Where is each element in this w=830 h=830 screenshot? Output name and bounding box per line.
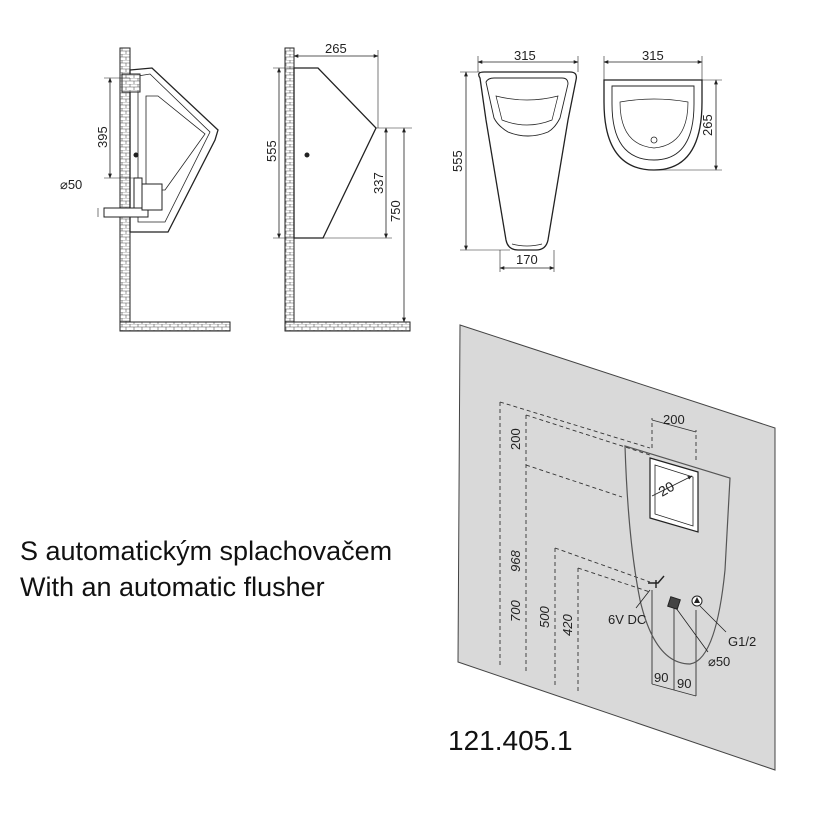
caption-english: With an automatic flusher [20,572,325,602]
dim-968-label: 968 [508,550,523,572]
installation-view [457,324,776,771]
side-wall-hatch [284,47,295,331]
dim-90-a-label: 90 [654,670,668,685]
side-view [273,47,412,332]
dim-90-b-label: 90 [677,676,691,691]
caption-czech: S automatickým splachovačem [20,536,393,566]
dim-d50-label: ⌀50 [60,177,82,192]
dim-200-left-label: 200 [508,428,523,450]
label-d50: ⌀50 [708,654,730,669]
dim-395-label: 395 [95,126,110,148]
dim-555-side-label: 555 [264,140,279,162]
side-section-view [97,47,231,332]
dim-420-label: 420 [560,614,575,636]
dim-315-front-label: 315 [514,48,536,63]
dim-200-top-label: 200 [663,412,685,427]
flusher-box [649,457,699,533]
dim-337-label: 337 [371,172,386,194]
side-floor-hatch [284,321,411,332]
dim-750-label: 750 [388,200,403,222]
dim-20-label: 20 [656,478,678,500]
label-6v-dc: 6V DC [608,612,646,627]
label-g12: G1/2 [728,634,756,649]
product-code: 121.405.1 [448,725,573,756]
dim-265-top-label: 265 [700,114,715,136]
side-view-outline [293,67,377,239]
drain-pipe [103,207,149,218]
wall-panel [457,324,776,771]
top-view [603,56,722,171]
dim-500-label: 500 [537,606,552,628]
urinal-silhouette [624,445,731,665]
drain-outlet-icon [667,596,681,610]
dim-265-label: 265 [325,41,347,56]
top-outline [603,79,703,171]
dim-555-front-label: 555 [450,150,465,172]
urinal-section-outline [129,67,219,233]
floor-hatch [119,321,231,332]
front-view [460,56,579,272]
dim-315-top-label: 315 [642,48,664,63]
power-connector-icon [648,575,665,588]
front-outline [478,71,578,251]
dim-170-label: 170 [516,252,538,267]
dim-700-label: 700 [508,600,523,622]
